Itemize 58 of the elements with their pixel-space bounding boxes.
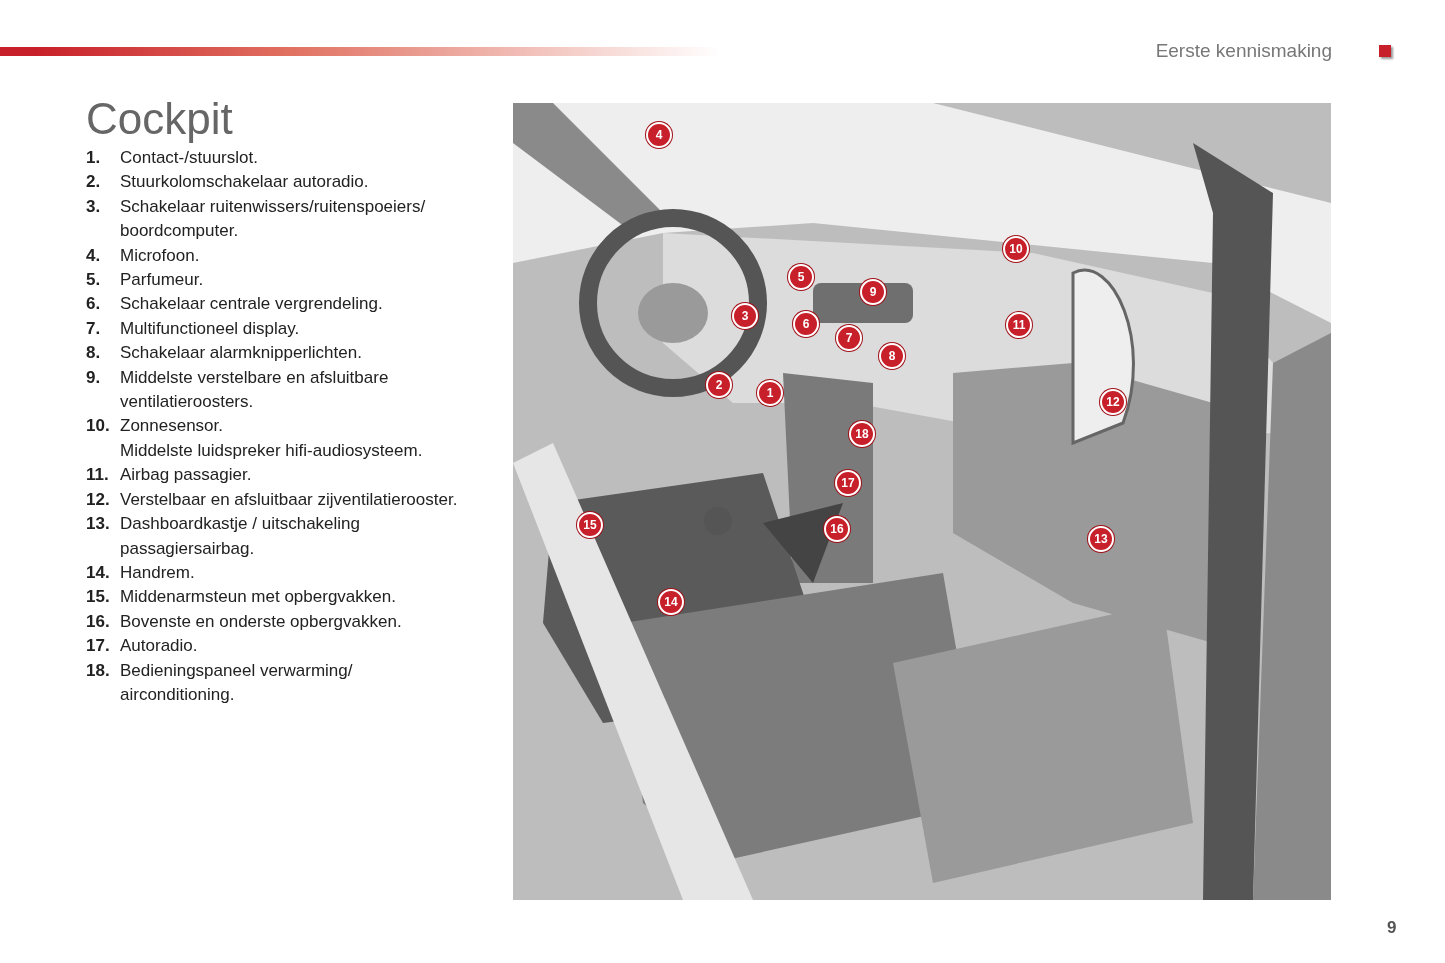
item-description: Stuurkolomschakelaar autoradio. <box>120 171 370 194</box>
callout-number: 9 <box>860 279 886 305</box>
item-number: 16. <box>86 610 111 633</box>
page-number: 9 <box>1387 918 1397 938</box>
callout-number: 10 <box>1003 236 1029 262</box>
item-number: 15. <box>86 586 111 609</box>
item-description: Handrem. <box>120 561 196 584</box>
item-number: 3. <box>86 195 102 218</box>
item-number: 5. <box>86 269 102 292</box>
callout-number: 14 <box>658 589 684 615</box>
callout-number: 7 <box>836 325 862 351</box>
callout-number: 4 <box>646 122 672 148</box>
callout-number: 1 <box>757 380 783 406</box>
item-number: 10. <box>86 415 111 438</box>
callout-number: 12 <box>1100 389 1126 415</box>
callout-number: 3 <box>732 303 758 329</box>
item-number: 11. <box>86 464 110 487</box>
item-number: 12. <box>86 488 111 511</box>
item-number: 17. <box>86 635 111 658</box>
item-description: Contact-/stuurslot. <box>120 147 259 169</box>
callout-number: 15 <box>577 512 603 538</box>
item-description: Multifunctioneel display. <box>120 317 301 340</box>
item-description: Zonnesensor. <box>120 415 224 438</box>
item-number: 14. <box>86 561 111 584</box>
item-description: Schakelaar centrale vergrendeling. <box>120 293 384 316</box>
item-description: Microfoon. <box>120 244 201 267</box>
item-number: 2. <box>86 171 102 194</box>
item-description: Verstelbaar en afsluitbaar zijventilatierooster. <box>120 488 459 511</box>
item-description: Schakelaar alarmknipperlichten. <box>120 342 363 365</box>
item-number: 18. <box>86 659 111 682</box>
callout-number: 18 <box>849 421 875 447</box>
callout-number: 5 <box>788 264 814 290</box>
item-number: 4. <box>86 244 102 267</box>
item-description: Parfumeur. <box>120 269 205 292</box>
callout-number: 8 <box>879 343 905 369</box>
item-number: 6. <box>86 293 102 316</box>
callout-number: 13 <box>1088 526 1114 552</box>
item-description: Autoradio. <box>120 635 199 658</box>
item-number: 1. <box>86 147 102 169</box>
callout-number: 16 <box>824 516 850 542</box>
item-description: Middelste verstelbare en afsluitbare ventilatieroosters. <box>120 366 390 414</box>
callout-number: 17 <box>835 470 861 496</box>
item-description: Airbag passagier. <box>120 464 253 487</box>
item-number: 7. <box>86 317 102 340</box>
callout-number: 6 <box>793 311 819 337</box>
item-number: 8. <box>86 342 102 365</box>
item-description: Middenarmsteun met opbergvakken. <box>120 586 397 609</box>
item-description: Bovenste en onderste opbergvakken. <box>120 610 403 633</box>
section-heading: Eerste kennismaking <box>1155 40 1332 62</box>
item-description: Schakelaar ruitenwissers/ruitenspoeiers/ boordcomputer. <box>120 195 427 243</box>
item-number: 9. <box>86 366 102 389</box>
item-description: Bedieningspaneel verwarming/ airconditioning. <box>120 659 354 706</box>
page-title: Cockpit <box>86 94 233 144</box>
item-number: 13. <box>86 513 111 536</box>
callout-number: 2 <box>706 372 732 398</box>
item-description: Middelste luidspreker hifi-audiosysteem. <box>120 439 424 462</box>
item-description: Dashboardkastje / uitschakeling passagiersairbag. <box>120 513 362 560</box>
callout-number: 11 <box>1006 312 1032 338</box>
